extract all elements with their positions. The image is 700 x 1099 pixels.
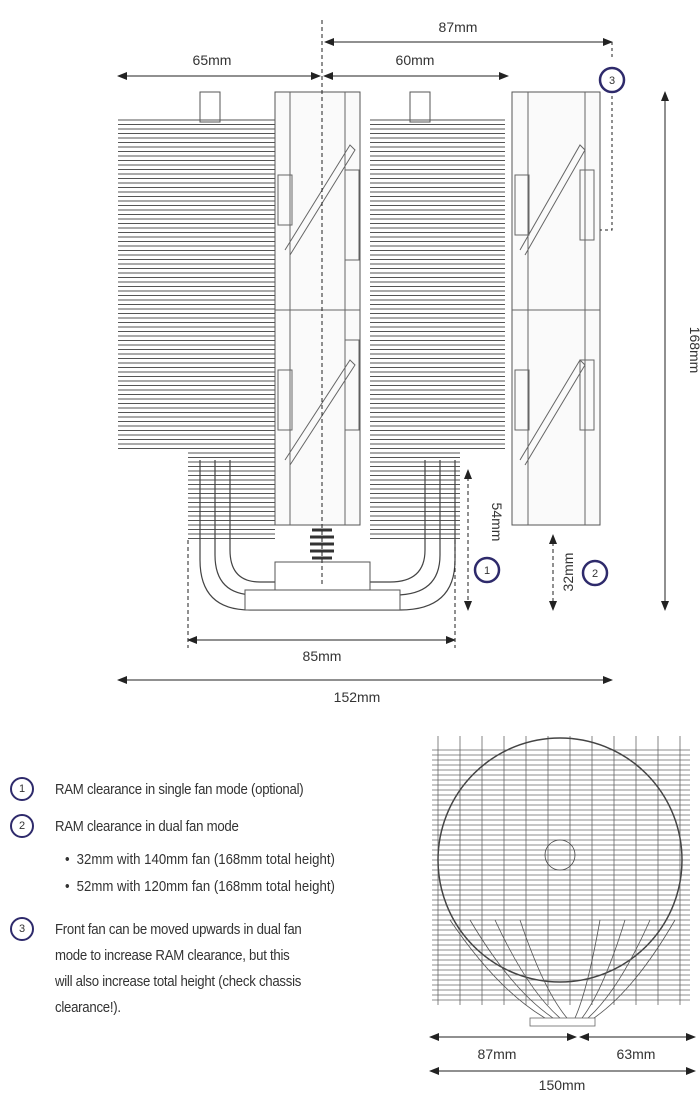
legend-text-2: RAM clearance in dual fan mode xyxy=(55,818,239,835)
svg-text:3: 3 xyxy=(609,75,615,87)
front-heatpipes xyxy=(449,919,676,1019)
legend-text-3-line: Front fan can be moved upwards in dual f… xyxy=(55,921,302,938)
front-heatsink-fins xyxy=(432,736,690,1005)
svg-text:1: 1 xyxy=(484,565,490,577)
side-view xyxy=(118,91,601,611)
legend-text-3-line: mode to increase RAM clearance, but this xyxy=(55,947,290,964)
heatpipe-top xyxy=(409,91,431,123)
dim-total-width: 152mm xyxy=(334,689,381,705)
heatpipe xyxy=(494,919,561,1019)
legend-text-1: RAM clearance in single fan mode (option… xyxy=(55,781,304,798)
dim-front-left: 87mm xyxy=(478,1046,517,1062)
dimension-lines xyxy=(117,38,669,684)
fan-ring xyxy=(437,737,683,983)
dim-ram-dual: 32mm xyxy=(560,553,576,592)
heatpipe xyxy=(449,919,546,1019)
spring-screw xyxy=(310,528,334,560)
heatpipe xyxy=(587,919,651,1019)
heatpipe xyxy=(469,919,554,1019)
fan-frame-front xyxy=(511,91,601,526)
heatpipe xyxy=(593,919,676,1019)
dim-top-total: 87mm xyxy=(439,19,478,35)
heatpipe-top xyxy=(199,91,221,123)
legend-text-3-line: will also increase total height (check c… xyxy=(55,973,302,990)
dim-front-total: 150mm xyxy=(539,1077,586,1093)
legend-marker-1: 1 xyxy=(10,777,34,801)
heatpipe xyxy=(574,919,601,1019)
legend-marker-2: 2 xyxy=(10,814,34,838)
marker-1: 1 xyxy=(473,556,501,584)
fan-hub xyxy=(544,839,576,871)
heatpipe xyxy=(519,919,568,1019)
legend-text-3-line: clearance!). xyxy=(55,999,121,1016)
legend-bullet: 52mm with 120mm fan (168mm total height) xyxy=(65,878,335,895)
front-view xyxy=(432,736,690,1027)
legend: 1 RAM clearance in single fan mode (opti… xyxy=(0,0,400,1099)
marker-3: 3 xyxy=(598,66,626,94)
heatsink-fins-right xyxy=(370,119,505,539)
front-base xyxy=(529,1017,596,1027)
dim-right-offset: 60mm xyxy=(396,52,435,68)
heatpipe xyxy=(581,919,626,1019)
dim-base-width: 85mm xyxy=(303,648,342,664)
svg-text:2: 2 xyxy=(592,568,598,580)
dim-ram-single: 54mm xyxy=(489,503,505,542)
marker-2: 2 xyxy=(581,559,609,587)
legend-bullet: 32mm with 140mm fan (168mm total height) xyxy=(65,851,335,868)
dim-front-right: 63mm xyxy=(617,1046,656,1062)
front-dimension-lines xyxy=(429,1033,696,1075)
dim-left-offset: 65mm xyxy=(193,52,232,68)
heatsink-fins-left xyxy=(118,119,275,539)
dim-height: 168mm xyxy=(687,327,700,374)
legend-marker-3: 3 xyxy=(10,917,34,941)
